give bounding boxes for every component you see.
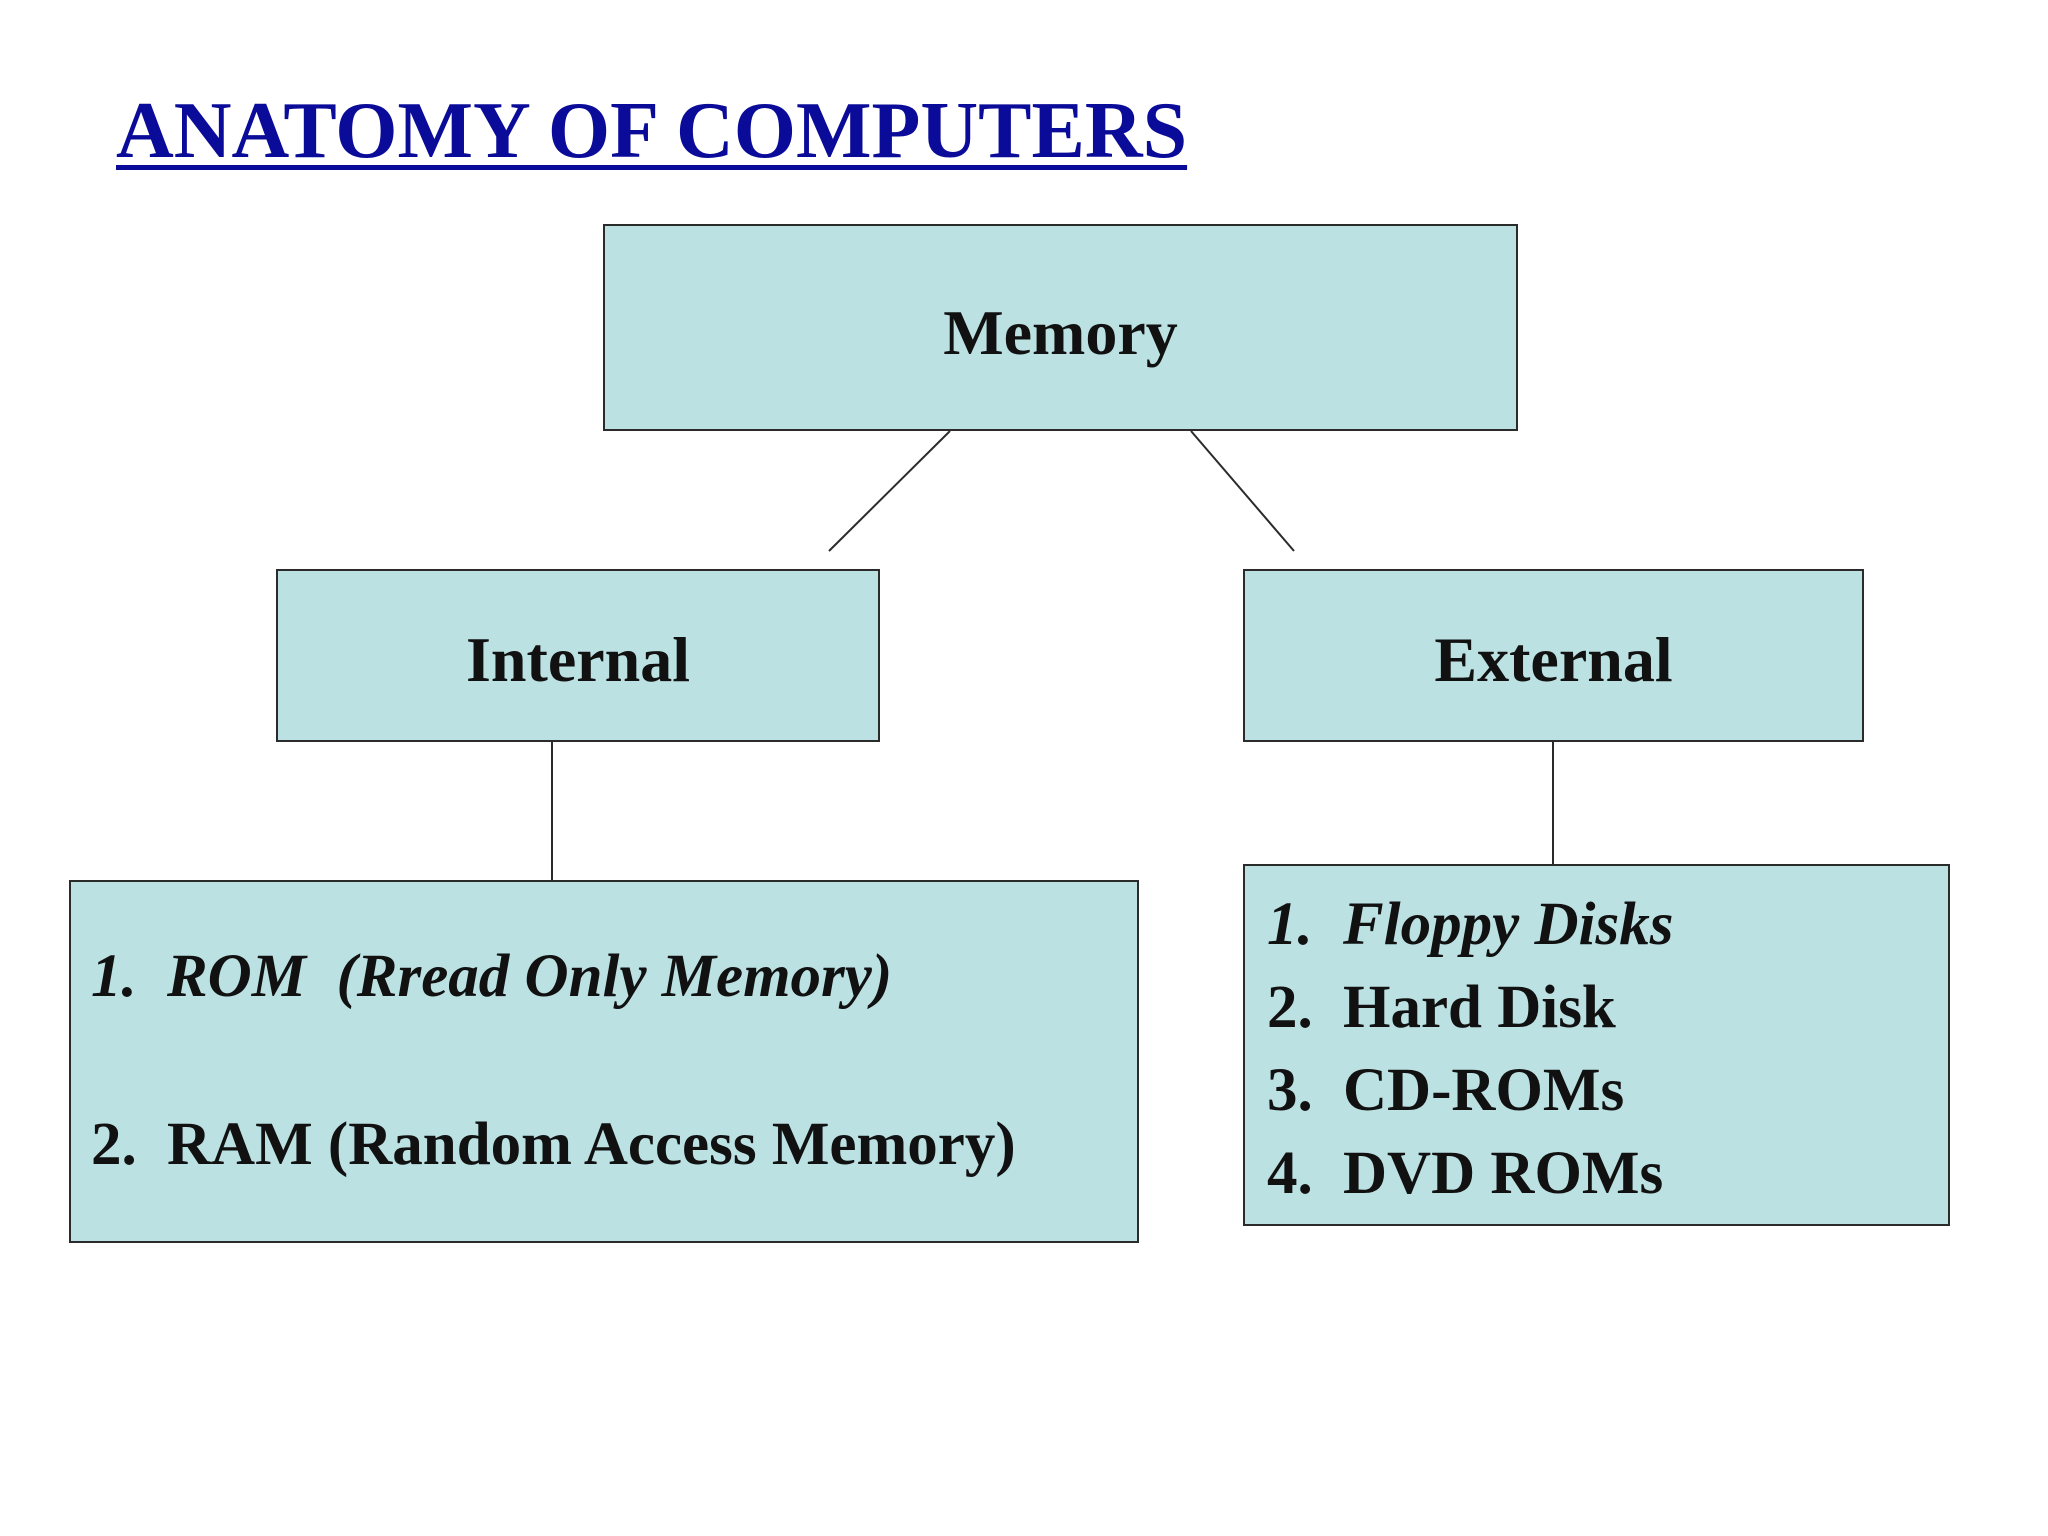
external-label: External [1434, 624, 1673, 695]
list-item-ram: 2. RAM (Random Access Memory) [91, 1110, 1016, 1180]
list-item-floppy-disks: 1. Floppy Disks [1267, 890, 1673, 960]
list-item-text: Hard Disk [1343, 974, 1616, 1041]
external-memory-list: 1. Floppy Disks 2. Hard Disk 3. CD-ROMs 4. D… [1243, 864, 1950, 1226]
list-item-text: RAM (Random Access Memory) [167, 1111, 1016, 1178]
internal-node: Internal [276, 569, 880, 742]
memory-label: Memory [943, 297, 1178, 368]
internal-memory-list: 1. ROM (Rread Only Memory) 2. RAM (Random … [69, 880, 1139, 1243]
list-item-text: ROM (Rread Only Memory) [167, 943, 893, 1010]
list-item-number: 3. [1267, 1057, 1313, 1124]
connector-memory-internal [828, 430, 951, 552]
list-item-number: 1. [1267, 891, 1313, 958]
list-item-dvd-roms: 4. DVD ROMs [1267, 1139, 1663, 1209]
list-item-number: 1. [91, 943, 137, 1010]
connector-memory-external [1190, 430, 1295, 552]
list-item-rom: 1. ROM (Rread Only Memory) [91, 942, 892, 1012]
list-item-number: 2. [1267, 974, 1313, 1041]
list-item-text: CD-ROMs [1343, 1057, 1625, 1124]
list-item-number: 4. [1267, 1140, 1313, 1207]
slide-title: ANATOMY OF COMPUTERS [116, 87, 1188, 175]
list-item-text: DVD ROMs [1343, 1140, 1664, 1207]
external-node: External [1243, 569, 1864, 742]
list-item-hard-disk: 2. Hard Disk [1267, 973, 1616, 1043]
memory-node: Memory [603, 224, 1518, 431]
list-item-cd-roms: 3. CD-ROMs [1267, 1056, 1624, 1126]
list-item-number: 2. [91, 1111, 137, 1178]
list-item-text: Floppy Disks [1343, 891, 1674, 958]
internal-label: Internal [466, 624, 690, 695]
